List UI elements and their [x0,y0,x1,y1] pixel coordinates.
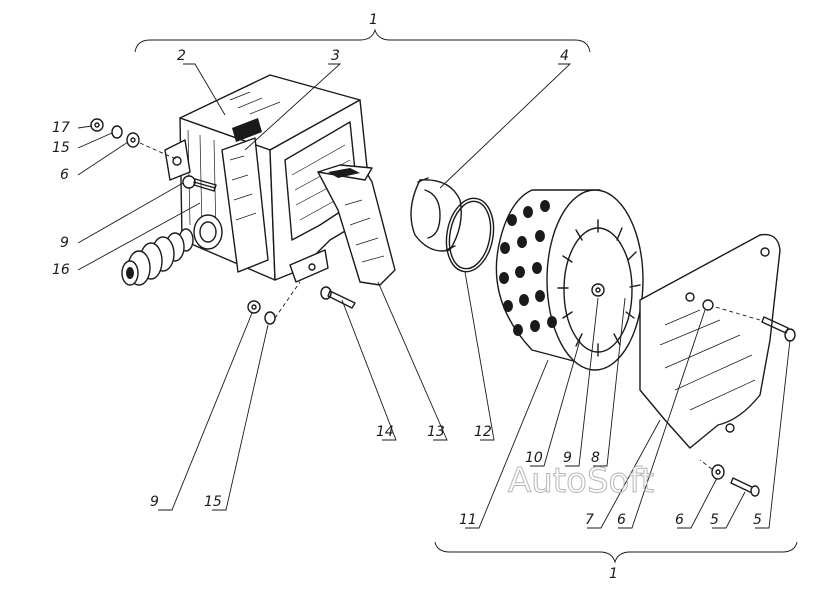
cover-plate [639,233,781,449]
callout-15-bottom: 15 [204,494,222,510]
callout-9-right: 9 [563,450,572,466]
nut-17 [90,118,104,132]
corrugated-sleeve [121,228,194,286]
washer-9-bottom [247,300,261,314]
callout-5-lower: 5 [710,512,719,528]
filter-housing [164,74,373,283]
bolt-9-left [182,175,217,192]
callout-2: 2 [177,48,186,64]
callout-12: 12 [474,424,492,440]
washer-6-right [711,464,725,480]
top-assembly-bracket [134,28,591,53]
callout-1-top: 1 [369,12,378,28]
callout-10: 10 [525,450,543,466]
callout-4: 4 [560,48,569,64]
lock-washer-15 [111,125,123,139]
callout-15-left: 15 [52,140,70,156]
bolt-5-lower [730,477,760,497]
callout-9-bottom: 9 [150,494,159,510]
callout-17: 17 [52,120,70,136]
callout-6-right: 6 [617,512,626,528]
lock-washer-15-bottom [264,311,276,325]
watermark: AutoSoft [508,461,654,501]
washer-6-left [126,132,140,148]
callout-11: 11 [459,512,477,528]
intake-snorkel [317,164,396,286]
callout-9-left: 9 [60,235,69,251]
callout-3: 3 [331,48,340,64]
callout-6-left: 6 [60,167,69,183]
leader-lines [77,63,791,529]
callout-8: 8 [591,450,600,466]
bolt-14 [320,286,356,309]
callout-14: 14 [376,424,394,440]
callout-13: 13 [427,424,445,440]
callout-16: 16 [52,262,70,278]
callout-1-bottom: 1 [609,566,618,582]
filter-element [495,189,644,371]
callout-7: 7 [585,512,594,528]
spring-clip [410,177,462,252]
callout-5-upper: 5 [753,512,762,528]
callout-6-right-lower: 6 [675,512,684,528]
bottom-assembly-bracket [434,541,798,564]
sealing-ring [445,197,495,273]
